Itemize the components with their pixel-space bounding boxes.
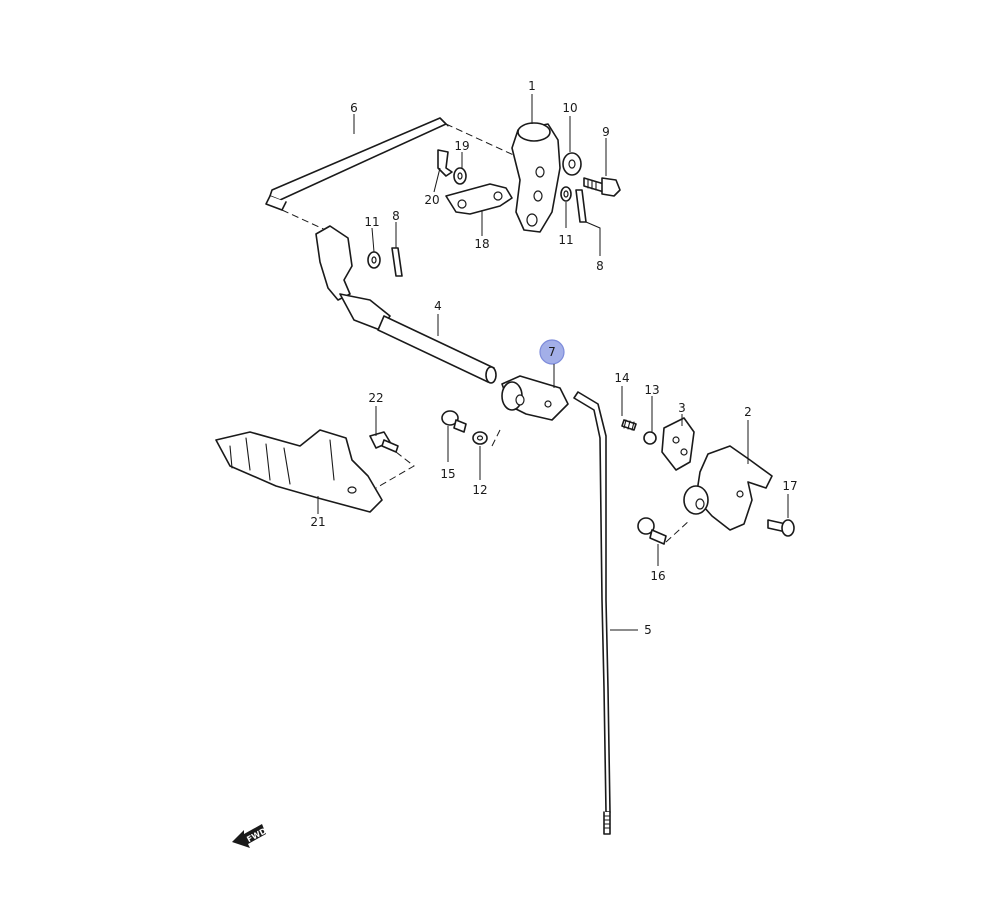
- part-3-detent[interactable]: [661, 417, 695, 471]
- part-8-pin-top[interactable]: [575, 189, 587, 223]
- dash-6-1: [445, 123, 521, 159]
- part-4-shaft[interactable]: [315, 225, 497, 384]
- part-5-rod[interactable]: [573, 391, 611, 835]
- part-22-bolt[interactable]: [369, 431, 399, 453]
- part-11-washer-top[interactable]: [560, 186, 572, 202]
- part-16-bolt[interactable]: [637, 517, 667, 545]
- callout-11-right: 11: [558, 233, 573, 247]
- dash-12-7: [491, 429, 501, 447]
- callout-8-right: 8: [596, 259, 604, 273]
- callout-7: 7: [548, 345, 556, 359]
- part-1-lever[interactable]: [511, 122, 561, 233]
- callout-17: 17: [782, 479, 797, 493]
- part-17-screw[interactable]: [767, 519, 795, 537]
- part-11-washer-left[interactable]: [367, 251, 381, 269]
- part-21-bracket[interactable]: [215, 429, 383, 513]
- part-12-washer[interactable]: [472, 431, 488, 445]
- part-15-bolt[interactable]: [441, 410, 467, 433]
- callout-8-left: 8: [392, 209, 400, 223]
- part-18-plate[interactable]: [445, 183, 513, 215]
- callout-19: 19: [454, 139, 469, 153]
- part-10-washer[interactable]: [562, 152, 582, 176]
- part-2-lever[interactable]: [683, 445, 773, 531]
- part-14-spring[interactable]: [621, 419, 637, 431]
- part-6-rod[interactable]: [265, 117, 449, 211]
- callout-18: 18: [474, 237, 489, 251]
- highlight-marker[interactable]: [539, 339, 565, 365]
- callout-22: 22: [368, 391, 383, 405]
- part-13-ball[interactable]: [643, 431, 657, 445]
- callout-20: 20: [424, 193, 439, 207]
- part-7-coupler[interactable]: [501, 375, 569, 421]
- callout-21: 21: [310, 515, 325, 529]
- part-20-clip[interactable]: [437, 149, 453, 177]
- callout-1: 1: [528, 79, 536, 93]
- callout-2: 2: [744, 405, 752, 419]
- callout-4: 4: [434, 299, 442, 313]
- callout-13: 13: [644, 383, 659, 397]
- part-8-pin-left[interactable]: [391, 247, 403, 277]
- callout-9: 9: [602, 125, 610, 139]
- dash-16-2: [665, 519, 691, 543]
- part-19-washer[interactable]: [453, 167, 467, 185]
- callout-6: 6: [350, 101, 358, 115]
- callout-16: 16: [650, 569, 665, 583]
- callout-12: 12: [472, 483, 487, 497]
- callout-5: 5: [644, 623, 652, 637]
- fwd-arrow-icon: FWD: [232, 824, 268, 848]
- callout-labels: 1 2 3 4 5 6 7 8 8 9 10 11 11 12 13 14 15…: [310, 79, 797, 637]
- callout-11-left: 11: [364, 215, 379, 229]
- leader-lines: [317, 94, 789, 631]
- dash-22-21: [375, 451, 415, 489]
- callout-14: 14: [614, 371, 629, 385]
- part-9-bolt[interactable]: [583, 177, 621, 197]
- callout-10: 10: [562, 101, 577, 115]
- callout-15: 15: [440, 467, 455, 481]
- dash-6-4: [281, 209, 331, 233]
- callout-3: 3: [678, 401, 686, 415]
